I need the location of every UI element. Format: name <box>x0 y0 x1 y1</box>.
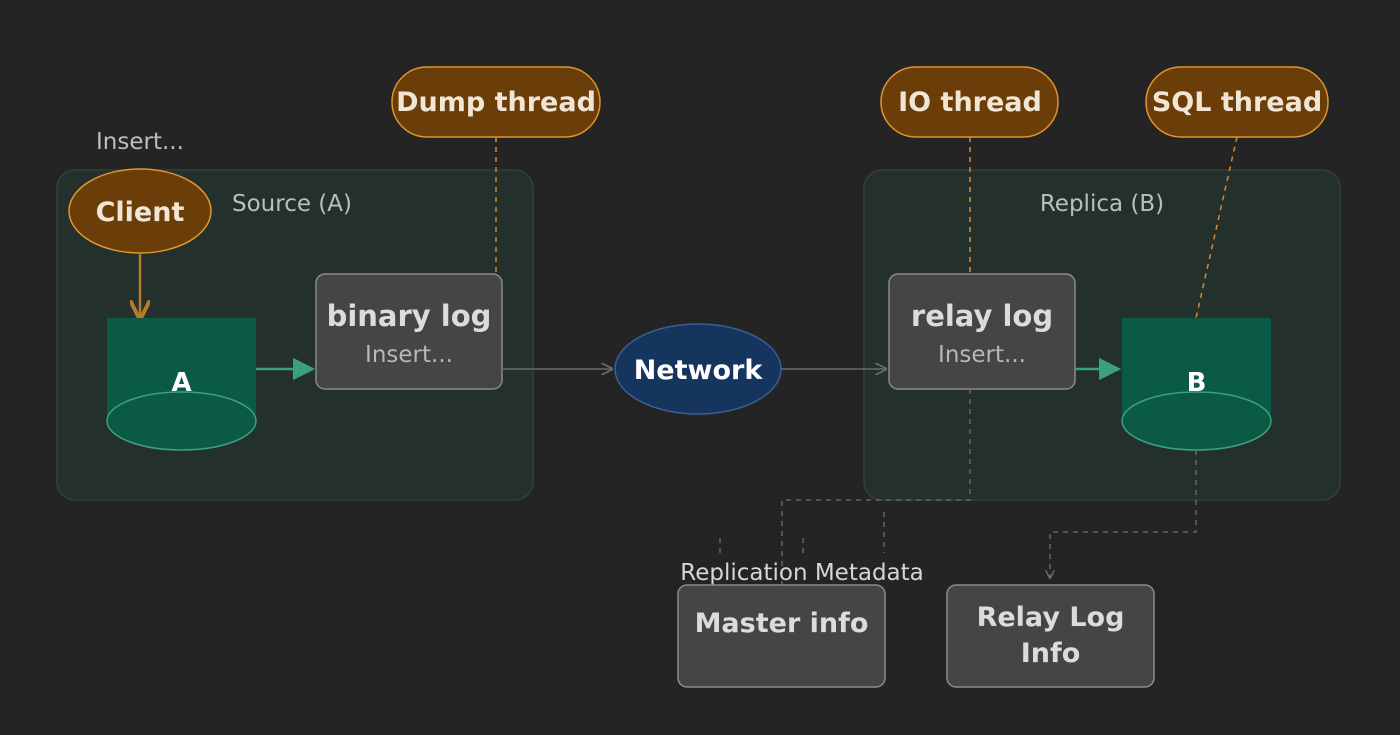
metadata-connectors <box>719 389 1197 585</box>
relay-log-info-box <box>946 584 1155 688</box>
io-thread-label: IO thread <box>898 87 1042 118</box>
source-region-label: Source (A) <box>232 191 352 217</box>
network-label: Network <box>634 355 764 386</box>
database-b-base <box>1121 391 1272 451</box>
database-a-label: A <box>171 368 191 398</box>
relay-log-content: Insert... <box>938 342 1026 368</box>
relay-log-info-line1: Relay Log <box>977 602 1125 633</box>
dump-thread-pill <box>391 66 601 138</box>
client-insert-label: Insert... <box>96 129 184 155</box>
binary-log-content: Insert... <box>365 342 453 368</box>
io-thread-pill <box>880 66 1059 138</box>
relaylog-to-master-info-connector <box>781 389 971 585</box>
binary-log-box <box>315 273 503 390</box>
dump-thread-label: Dump thread <box>396 87 596 118</box>
replication-metadata-label: Replication Metadata <box>680 560 924 586</box>
sql-thread-connector <box>1195 136 1238 319</box>
sql-thread-label: SQL thread <box>1152 87 1322 118</box>
relay-log-info-line2: Info <box>1021 638 1081 669</box>
master-info-label: Master info <box>695 608 869 639</box>
database-a: A <box>106 318 257 451</box>
relay-log-box <box>888 273 1076 390</box>
sql-thread-pill <box>1145 66 1329 138</box>
replica-region-label: Replica (B) <box>1040 191 1164 217</box>
client-label: Client <box>96 197 185 228</box>
master-info-box <box>677 584 886 688</box>
database-b: B <box>1121 318 1272 451</box>
relay-log-title: relay log <box>911 299 1053 333</box>
database-b-label: B <box>1187 368 1207 398</box>
database-a-base <box>106 391 257 451</box>
binary-log-title: binary log <box>327 299 492 333</box>
db-b-to-relay-log-info-connector <box>1050 450 1197 578</box>
